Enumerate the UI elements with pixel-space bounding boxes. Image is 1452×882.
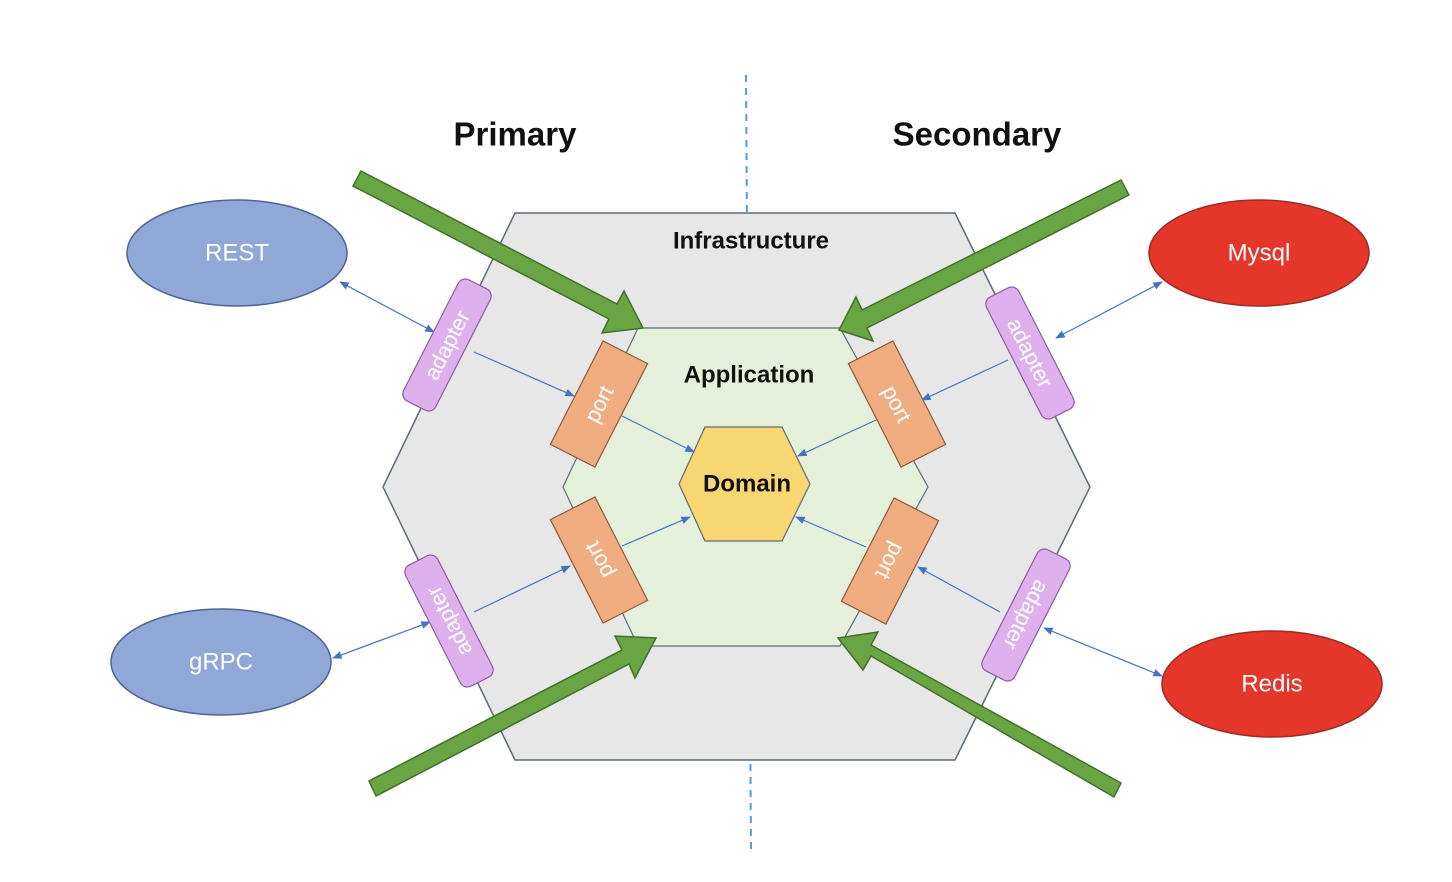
primary-heading: Primary	[454, 116, 578, 153]
port-secondary-bottom: port	[840, 497, 940, 625]
connector-grpc-adapter	[332, 621, 431, 659]
redis-label: Redis	[1241, 671, 1302, 698]
domain-hexagon	[678, 426, 811, 542]
connector-adapter-port-secondary-bottom	[917, 566, 1001, 613]
secondary-heading: Secondary	[893, 116, 1062, 153]
connector-port-domain-secondary-top	[797, 419, 877, 457]
mysql-ellipse	[1148, 199, 1370, 307]
rest-label: REST	[205, 240, 269, 267]
port-secondary-bottom-box	[840, 497, 940, 625]
green-arrow-primary-top	[351, 169, 645, 334]
connector-adapter-port-primary-bottom	[473, 565, 571, 613]
rest-ellipse	[126, 199, 348, 307]
adapter-redis-box	[981, 548, 1071, 682]
connector-redis-adapter	[1043, 627, 1163, 677]
domain-label: Domain	[703, 471, 791, 498]
connector-rest-adapter	[339, 281, 435, 333]
port-primary-top: port	[549, 340, 649, 468]
connector-port-domain-primary-top	[621, 415, 695, 453]
connector-adapter-port-primary-top	[473, 351, 575, 397]
external-mysql: Mysql	[1148, 199, 1370, 307]
adapter-grpc: adapter	[404, 554, 494, 688]
connector-port-domain-secondary-bottom	[795, 516, 867, 548]
port-primary-bottom: port	[549, 496, 649, 624]
connector-mysql-adapter	[1055, 281, 1163, 339]
grpc-ellipse	[110, 608, 332, 716]
grpc-label: gRPC	[189, 649, 253, 676]
connector-port-domain-primary-bottom	[621, 516, 691, 547]
external-redis: Redis	[1161, 630, 1383, 738]
adapter-mysql-box	[985, 286, 1075, 420]
application-label: Application	[684, 362, 815, 389]
port-secondary-top: port	[847, 340, 947, 468]
port-primary-top-box	[549, 340, 649, 468]
port-secondary-top-box	[847, 340, 947, 468]
connector-adapter-port-secondary-top	[921, 359, 1009, 401]
green-arrow-primary-bottom	[368, 635, 658, 798]
adapter-rest-box	[402, 278, 492, 412]
connectors	[332, 281, 1163, 677]
green-arrow-secondary-bottom	[836, 631, 1122, 799]
green-arrow-secondary-top	[837, 179, 1131, 343]
external-grpc: gRPC	[110, 608, 332, 716]
redis-ellipse	[1161, 630, 1383, 738]
adapter-grpc-box	[404, 554, 494, 688]
flow-arrows	[351, 169, 1131, 799]
external-rest: REST	[126, 199, 348, 307]
infrastructure-label: Infrastructure	[673, 228, 829, 255]
port-primary-bottom-box	[549, 496, 649, 624]
mysql-label: Mysql	[1228, 240, 1291, 267]
